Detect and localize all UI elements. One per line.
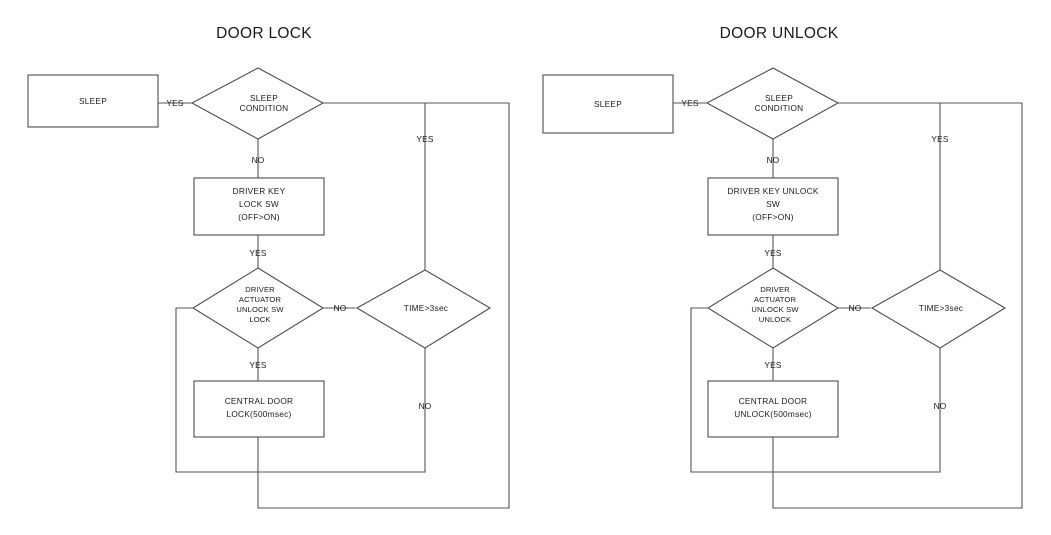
chart-door-unlock: DOOR UNLOCK SLEEP [542, 25, 1023, 509]
sleep-box-label: SLEEP [594, 99, 622, 109]
sleep-condition-label-line1: SLEEP [765, 93, 793, 103]
edge-label-keysw-yes: YES [764, 248, 781, 258]
chart-title-door-unlock: DOOR UNLOCK [720, 25, 839, 42]
driver-actuator-label-line3: UNLOCK SW [236, 305, 284, 314]
output-label-line2: UNLOCK(500msec) [734, 409, 812, 419]
edge-label-condition-no: NO [767, 155, 780, 165]
node-timer-door-lock[interactable]: TIME>3sec [355, 269, 492, 349]
connectors-door-lock [157, 102, 510, 509]
sleep-condition-diamond[interactable] [190, 67, 325, 140]
node-sleep-door-unlock[interactable]: SLEEP [542, 74, 674, 134]
driver-actuator-label-line1: DRIVER [245, 285, 275, 294]
edge-label-timer-no: NO [934, 401, 947, 411]
output-label-line2: LOCK(500msec) [226, 409, 291, 419]
output-box[interactable] [707, 380, 839, 438]
edge-label-actuator-no: NO [334, 303, 347, 313]
node-sleep-condition-door-unlock[interactable]: SLEEP CONDITION [705, 67, 840, 140]
output-label-line1: CENTRAL DOOR [225, 396, 294, 406]
sleep-condition-label-line2: CONDITION [240, 103, 289, 113]
driver-key-sw-label-line1: DRIVER KEY UNLOCK [727, 186, 818, 196]
edge-label-sleep-yes: YES [681, 98, 698, 108]
node-sleep-door-lock[interactable]: SLEEP [27, 74, 159, 128]
connectors-door-unlock [672, 102, 1023, 509]
driver-key-sw-box[interactable] [707, 177, 839, 236]
edge-label-sleep-yes: YES [166, 98, 183, 108]
driver-actuator-label-line1: DRIVER [760, 285, 790, 294]
node-output-door-lock[interactable]: CENTRAL DOOR LOCK(500msec) [193, 380, 325, 438]
edge-label-timer-yes: YES [416, 134, 433, 144]
edge-bottom-return-rail [772, 102, 1023, 509]
node-output-door-unlock[interactable]: CENTRAL DOOR UNLOCK(500msec) [707, 380, 839, 438]
node-timer-door-unlock[interactable]: TIME>3sec [870, 269, 1007, 349]
edge-label-timer-no: NO [419, 401, 432, 411]
driver-actuator-label-line2: ACTUATOR [754, 295, 797, 304]
node-driver-actuator-door-lock[interactable]: DRIVER ACTUATOR UNLOCK SW LOCK [191, 267, 325, 349]
driver-actuator-diamond[interactable] [191, 267, 325, 349]
edge-label-actuator-yes: YES [249, 360, 266, 370]
edge-actuator-left-loop [175, 307, 426, 473]
edge-label-keysw-yes: YES [249, 248, 266, 258]
edge-label-condition-no: NO [252, 155, 265, 165]
sleep-condition-label-line2: CONDITION [755, 103, 804, 113]
sleep-box[interactable] [542, 74, 674, 134]
node-sleep-condition-door-lock[interactable]: SLEEP CONDITION [190, 67, 325, 140]
timer-label: TIME>3sec [919, 303, 963, 313]
edge-label-actuator-no: NO [849, 303, 862, 313]
driver-key-sw-label-line2: LOCK SW [239, 199, 279, 209]
driver-key-sw-label-line1: DRIVER KEY [233, 186, 286, 196]
edge-label-timer-yes: YES [931, 134, 948, 144]
driver-actuator-label-line4: UNLOCK [759, 315, 792, 324]
timer-diamond[interactable] [355, 269, 492, 349]
driver-key-sw-label-line3: (OFF>ON) [752, 212, 793, 222]
timer-label: TIME>3sec [404, 303, 448, 313]
edge-actuator-left-loop [690, 307, 941, 473]
node-driver-actuator-door-unlock[interactable]: DRIVER ACTUATOR UNLOCK SW UNLOCK [706, 267, 840, 349]
edge-bottom-return-rail [257, 102, 510, 509]
sleep-box-label: SLEEP [79, 96, 107, 106]
node-driver-key-sw-door-unlock[interactable]: DRIVER KEY UNLOCK SW (OFF>ON) [707, 177, 839, 236]
driver-actuator-label-line3: UNLOCK SW [751, 305, 799, 314]
driver-actuator-label-line2: ACTUATOR [239, 295, 282, 304]
edge-labels-door-unlock: YES NO YES YES NO YES NO [681, 98, 948, 411]
driver-key-sw-box[interactable] [193, 177, 325, 236]
driver-key-sw-label-line2: SW [766, 199, 780, 209]
timer-diamond[interactable] [870, 269, 1007, 349]
output-box[interactable] [193, 380, 325, 438]
driver-actuator-diamond[interactable] [706, 267, 840, 349]
node-driver-key-sw-door-lock[interactable]: DRIVER KEY LOCK SW (OFF>ON) [193, 177, 325, 236]
edge-labels-door-lock: YES NO YES YES NO YES NO [166, 98, 433, 411]
edge-label-actuator-yes: YES [764, 360, 781, 370]
chart-door-lock: DOOR LOCK [27, 25, 510, 509]
sleep-box[interactable] [27, 74, 159, 128]
driver-key-sw-label-line3: (OFF>ON) [238, 212, 279, 222]
output-label-line1: CENTRAL DOOR [739, 396, 808, 406]
sleep-condition-diamond[interactable] [705, 67, 840, 140]
driver-actuator-label-line4: LOCK [249, 315, 270, 324]
chart-title-door-lock: DOOR LOCK [216, 25, 312, 42]
sleep-condition-label-line1: SLEEP [250, 93, 278, 103]
